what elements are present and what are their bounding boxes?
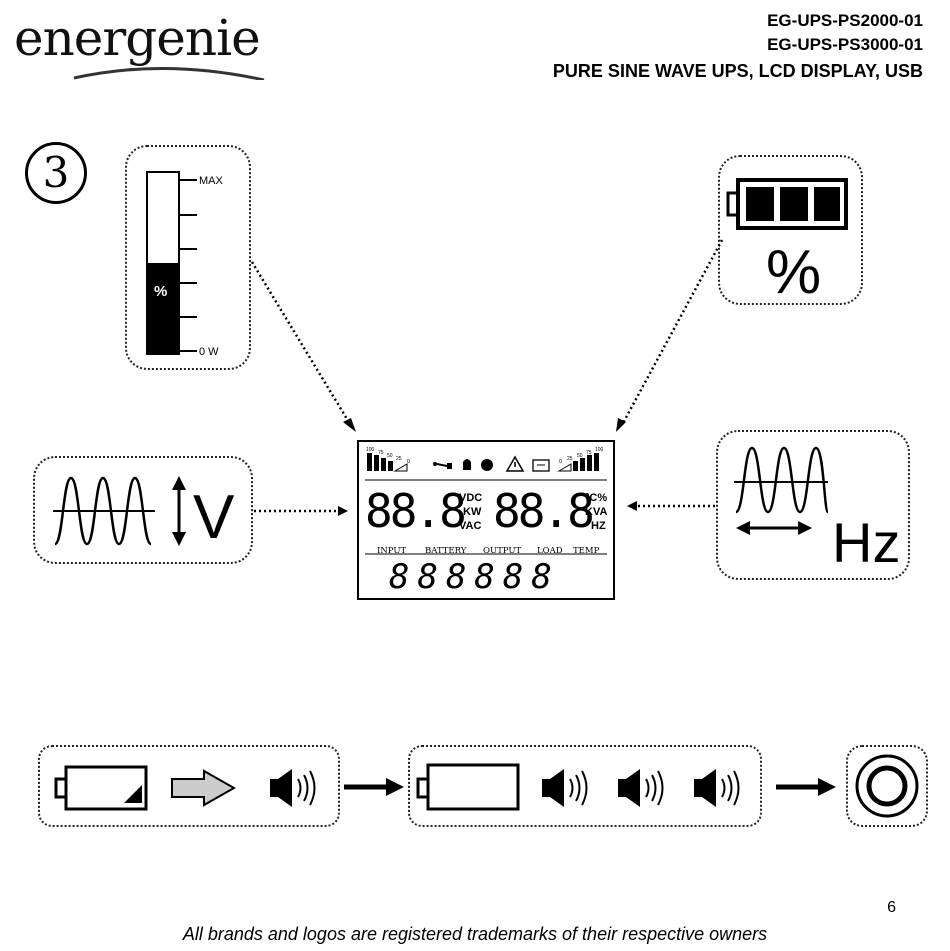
arrow-head-icon <box>338 506 348 516</box>
sequence-panel-2 <box>408 745 762 827</box>
speaker-icon <box>542 769 587 807</box>
lcd-unit-kva: KVA <box>585 506 607 518</box>
load-scale-label: 75 <box>378 450 384 456</box>
power-off-icon <box>846 745 928 827</box>
battery-scale-label: 25 <box>567 456 573 462</box>
battery-scale-label: 0 <box>559 459 562 465</box>
load-bar-icons: 100 75 50 25 0 <box>366 447 410 471</box>
battery-icon <box>533 460 549 471</box>
lcd-bottom-digits: 888888 <box>389 558 560 596</box>
lcd-label-temp: TEMP <box>573 546 599 556</box>
lcd-label-input: INPUT <box>377 546 406 556</box>
sequence-arrow-icon <box>772 770 842 804</box>
sequence-panel-1 <box>38 745 340 827</box>
lcd-left-digits: 88.8 <box>365 486 464 536</box>
fan-icon <box>481 459 493 471</box>
battery-scale-label: 75 <box>586 450 592 456</box>
lcd-unit-celsius-percent: °C% <box>585 492 607 504</box>
lcd-unit-vdc: VDC <box>459 492 482 504</box>
lcd-right-digits: 88.8 <box>493 486 592 536</box>
lcd-unit-kw: KW <box>463 506 481 518</box>
battery-scale-label: 50 <box>577 453 583 459</box>
usb-plug-icon <box>433 462 452 469</box>
load-scale-label: 100 <box>366 447 375 453</box>
battery-scale-label: 100 <box>595 447 604 453</box>
load-scale-label: 50 <box>387 453 393 459</box>
battery-bar-icons: 0 25 50 75 100 <box>559 447 604 471</box>
lcd-unit-vac: VAC <box>459 520 481 532</box>
arrow-head-icon <box>343 418 356 432</box>
speaker-icon <box>694 769 739 807</box>
lcd-label-output: OUTPUT <box>483 546 521 556</box>
lcd-unit-hz: HZ <box>591 520 606 532</box>
low-battery-icon <box>56 767 146 809</box>
bell-icon <box>463 459 471 470</box>
page-number: 6 <box>887 899 896 917</box>
warning-icon <box>507 457 523 471</box>
load-scale-label: 0 <box>407 459 410 465</box>
lcd-label-battery: BATTERY <box>425 546 466 556</box>
arrow-right-icon <box>172 771 234 805</box>
trademark-note: All brands and logos are registered trad… <box>0 924 950 945</box>
load-scale-label: 25 <box>396 456 402 462</box>
speaker-icon <box>270 769 315 807</box>
sequence-arrow-icon <box>340 770 410 804</box>
speaker-icon <box>618 769 663 807</box>
empty-battery-icon <box>418 765 518 809</box>
arrow-head-icon <box>627 501 637 511</box>
sequence-panel-3 <box>846 745 928 827</box>
lcd-display: 100 75 50 25 0 0 25 50 75 <box>357 440 615 600</box>
arrow-head-icon <box>616 418 626 432</box>
lcd-label-load: LOAD <box>537 546 563 556</box>
